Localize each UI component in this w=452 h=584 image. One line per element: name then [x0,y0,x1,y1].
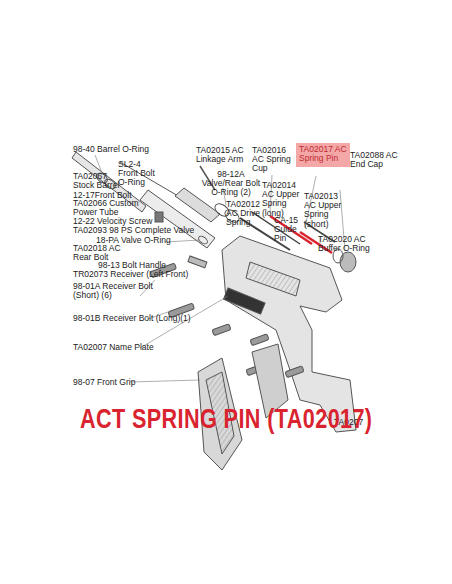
part-label: TA02067 Stock Barrel [73,172,125,190]
receiver-bolt [212,324,231,336]
part-label: TA02088 AC End Cap [350,151,398,169]
part-label: TA02018 AC Rear Bolt [73,244,123,262]
part-label: TR02073 Receiver (Left Front) [73,270,213,279]
leader-line [95,155,102,173]
part-label: CA-15 Guide Pin [274,216,304,244]
part-label: 98-07 Front Grip [73,378,163,387]
part-label: 98-01B Receiver Bolt (Long)(1) [73,314,213,323]
part-label: 98-13 Bolt Handle [98,261,188,270]
part-label: TA02012 AC Drive Spring [226,200,262,228]
receiver-bolt [285,366,304,378]
part-label: TA02020 AC Buffer O-Ring [318,235,370,253]
bolt-handle [188,256,207,268]
velocity-screw [155,212,163,222]
part-label: TA02066 Custom Power Tube [73,199,153,217]
highlight-box: TA02017 AC Spring Pin [296,143,350,167]
part-label: TA02013 AC Upper Spring (short) [304,192,350,229]
part-label: TA02093 98 PS Complete Valve [73,226,203,235]
part-label: 12-22 Velocity Screw [73,217,163,226]
leader-line [130,380,200,382]
part-label: TA02014 AC Upper Spring (long) [262,181,308,218]
title: ACT SPRING PIN (TA02017) [80,404,372,435]
receiver-bolt [250,334,269,346]
part-label: 98-01A Receiver Bolt (Short) (6) [73,282,153,300]
part-label: 98-12A Valve/Rear Bolt O-Ring (2) [200,170,262,198]
part-label: TA02007 Name Plate [73,343,183,352]
receiver [222,236,356,432]
part-label: TA02016 AC Spring Cup [252,146,296,174]
part-label: 98-40 Barrel O-Ring [73,145,173,154]
name-plate [224,288,266,314]
part-label: TA02017 AC Spring Pin [299,145,347,163]
part-label: SL2-4 Front Bolt O-Ring [118,160,160,188]
part-label: TA02015 AC Linkage Arm [196,146,258,164]
receiver-slot [246,262,300,296]
end-cap [340,252,356,272]
